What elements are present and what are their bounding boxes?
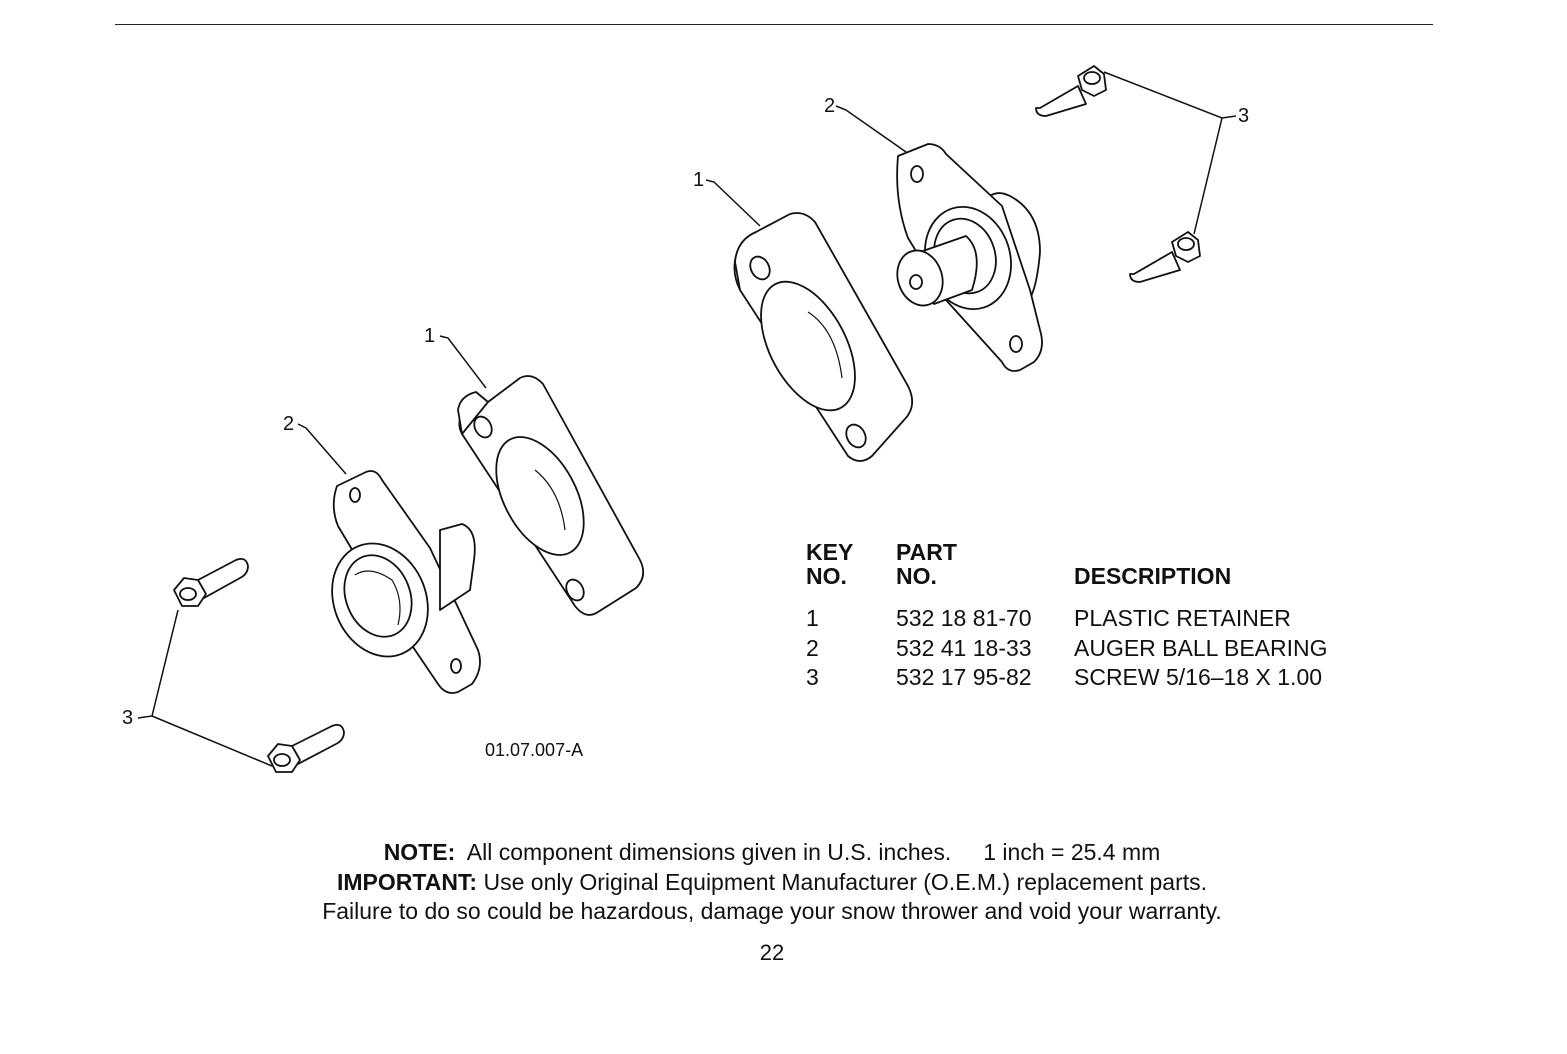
header-key-no: KEY NO. xyxy=(806,540,896,604)
callout-right-bearing: 2 xyxy=(824,95,836,117)
left-screw-upper xyxy=(173,557,249,607)
table-row: 3 532 17 95-82 SCREW 5/16–18 X 1.00 xyxy=(806,663,1328,693)
row-description: PLASTIC RETAINER xyxy=(1074,605,1291,631)
row-key: 2 xyxy=(806,634,819,661)
callout-left-retainer: 1 xyxy=(424,325,436,347)
right-screw-upper xyxy=(1035,65,1107,117)
header-rule xyxy=(115,24,1433,25)
header-part-line2: NO. xyxy=(896,563,937,589)
left-screw-lower xyxy=(267,723,345,773)
note-label: NOTE: xyxy=(383,839,456,865)
callout-right-retainer: 1 xyxy=(693,169,705,191)
table-row: 2 532 41 18-33 AUGER BALL BEARING xyxy=(806,634,1328,664)
callout-left-bearing: 2 xyxy=(283,413,295,435)
figure-code: 01.07.007-A xyxy=(485,740,584,760)
callout-right-screws: 3 xyxy=(1238,105,1250,127)
header-description: DESCRIPTION xyxy=(1074,563,1232,589)
note-text: All component dimensions given in U.S. i… xyxy=(466,839,952,865)
important-text: Use only Original Equipment Manufacturer… xyxy=(483,869,1208,895)
header-key-line2: NO. xyxy=(806,563,847,589)
important-line: IMPORTANT: Use only Original Equipment M… xyxy=(0,868,1544,898)
table-row: 1 532 18 81-70 PLASTIC RETAINER xyxy=(806,604,1328,634)
row-description: SCREW 5/16–18 X 1.00 xyxy=(1074,664,1323,690)
right-plastic-retainer xyxy=(733,212,914,462)
header-part-no: PART NO. xyxy=(896,540,1074,604)
row-key: 1 xyxy=(806,605,819,631)
row-part-no: 532 41 18-33 xyxy=(896,634,1032,661)
header-part-line1: PART xyxy=(896,539,957,565)
note-conversion: 1 inch = 25.4 mm xyxy=(983,839,1161,865)
row-key: 3 xyxy=(806,664,819,690)
left-plastic-retainer xyxy=(457,375,645,616)
page-number: 22 xyxy=(759,940,785,965)
parts-table-header: KEY NO. PART NO. DESCRIPTION xyxy=(806,540,1328,604)
left-auger-ball-bearing xyxy=(331,470,481,694)
callout-left-screws: 3 xyxy=(122,707,134,729)
header-key-line1: KEY xyxy=(806,539,854,565)
row-part-no: 532 17 95-82 xyxy=(896,664,1032,690)
warning-line: Failure to do so could be hazardous, dam… xyxy=(322,898,1222,924)
right-auger-ball-bearing xyxy=(896,143,1043,372)
row-part-no: 532 18 81-70 xyxy=(896,605,1032,631)
note-line: NOTE: All component dimensions given in … xyxy=(0,838,1544,868)
right-screw-lower xyxy=(1129,231,1201,283)
row-description: AUGER BALL BEARING xyxy=(1074,634,1328,661)
parts-table: KEY NO. PART NO. DESCRIPTION 1 532 18 81… xyxy=(806,540,1328,693)
important-label: IMPORTANT: xyxy=(336,869,478,895)
